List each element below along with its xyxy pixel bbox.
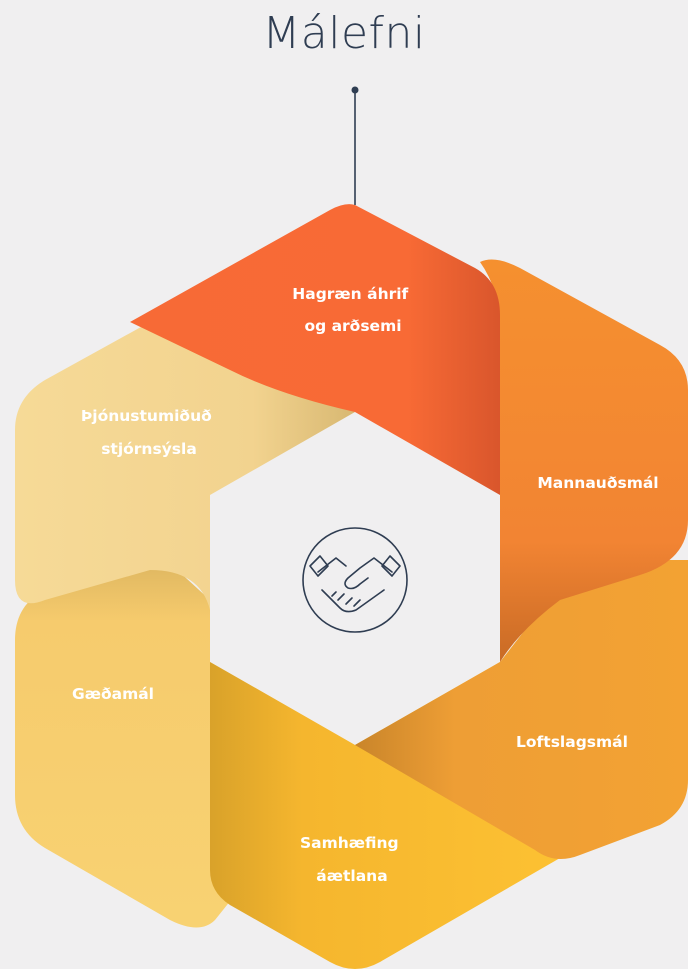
handshake-icon [302,527,408,633]
segment-loftslagsmal [355,560,688,859]
segment-thjonusta [15,318,355,610]
title-connector-dot [351,86,359,94]
label-mannaudsmal: Mannauðsmál [537,474,658,492]
segment-hagraen [130,204,500,495]
label-gaedamal: Gæðamál [72,685,154,703]
page-title: Málefni [262,8,426,59]
center-hexagon [210,412,500,745]
label-thjonusta: Þjónustumiðuð stjórnsýsla [81,407,217,458]
label-loftslagsmal: Loftslagsmál [516,733,628,751]
label-hagraen: Hagræn áhrif og arðsemi [292,285,413,335]
segment-mannaudsmal [480,259,688,662]
label-samhaefing: Samhæfing áætlana [300,834,404,885]
